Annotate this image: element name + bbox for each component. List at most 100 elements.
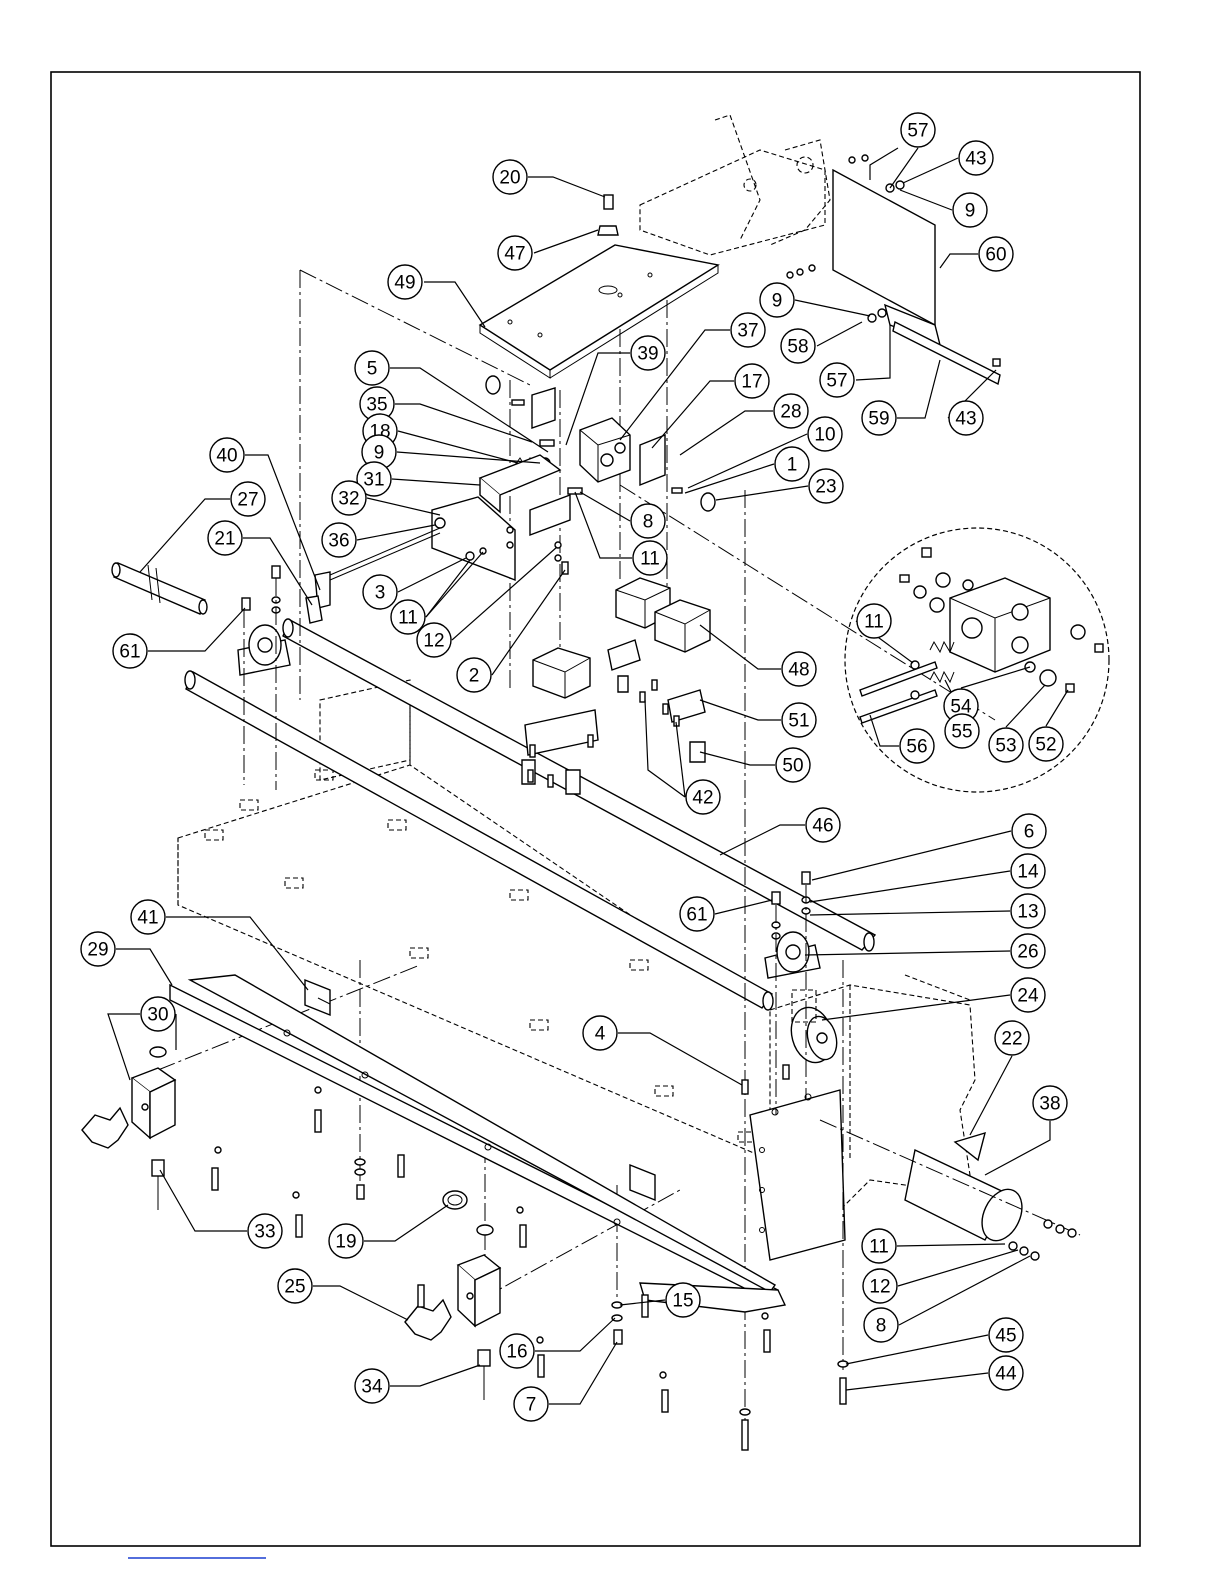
part-balloon-42: 42: [686, 780, 720, 814]
balloon-label: 14: [1017, 862, 1039, 883]
balloon-label: 36: [328, 531, 349, 552]
part-balloon-15: 15: [666, 1283, 700, 1317]
part-balloon-43: 43: [949, 401, 983, 435]
balloon-label: 45: [995, 1326, 1016, 1347]
part-balloon-57: 57: [901, 113, 935, 147]
balloon-label: 29: [87, 940, 108, 961]
balloon-label: 57: [826, 371, 847, 392]
balloon-label: 40: [216, 446, 237, 467]
part-balloon-44: 44: [989, 1356, 1023, 1390]
part-balloon-52: 52: [1029, 727, 1063, 761]
part-balloon-40: 40: [210, 438, 244, 472]
balloon-label: 7: [526, 1395, 537, 1416]
balloon-label: 41: [137, 908, 158, 929]
part-balloon-33: 33: [248, 1214, 282, 1248]
balloon-label: 61: [119, 642, 140, 663]
motor: [820, 1120, 1080, 1260]
balloon-label: 11: [864, 612, 884, 633]
part-balloon-61: 61: [113, 634, 147, 668]
balloon-label: 52: [1035, 735, 1056, 756]
part-balloon-41: 41: [131, 900, 165, 934]
balloon-label: 59: [868, 409, 889, 430]
balloon-label: 31: [363, 470, 384, 491]
balloon-label: 20: [499, 168, 520, 189]
balloon-label: 39: [637, 344, 658, 365]
part-balloon-34: 34: [355, 1369, 389, 1403]
part-balloon-9: 9: [760, 283, 794, 317]
balloon-label: 22: [1001, 1029, 1022, 1050]
balloon-label: 11: [640, 549, 660, 570]
balloon-label: 55: [951, 722, 972, 743]
balloon-label: 53: [995, 736, 1016, 757]
part-balloon-11: 11: [857, 604, 891, 638]
balloon-label: 23: [815, 477, 836, 498]
balloon-label: 15: [672, 1291, 693, 1312]
detail-view: [845, 528, 1109, 792]
part-balloon-53: 53: [989, 728, 1023, 762]
part-balloon-22: 22: [995, 1021, 1029, 1055]
balloon-label: 33: [254, 1222, 275, 1243]
part-balloon-30: 30: [141, 997, 175, 1031]
balloon-label: 8: [643, 512, 654, 533]
balloon-label: 30: [147, 1005, 168, 1026]
part-balloon-24: 24: [1011, 978, 1045, 1012]
part-balloon-58: 58: [781, 329, 815, 363]
balloon-label: 61: [686, 905, 707, 926]
balloon-label: 3: [375, 583, 386, 604]
part-balloon-49: 49: [388, 265, 422, 299]
part-balloon-11: 11: [391, 600, 425, 634]
balloon-label: 32: [338, 489, 359, 510]
part-balloon-59: 59: [862, 401, 896, 435]
part-balloon-29: 29: [81, 932, 115, 966]
part-balloon-57: 57: [820, 363, 854, 397]
part-balloon-11: 11: [862, 1229, 896, 1263]
balloon-label: 26: [1017, 942, 1038, 963]
top-plate: [480, 195, 718, 378]
balloon-label: 60: [985, 245, 1006, 266]
balloon-label: 50: [782, 756, 803, 777]
part-balloon-43: 43: [959, 141, 993, 175]
balloon-label: 9: [965, 201, 976, 222]
balloon-label: 16: [506, 1342, 527, 1363]
part-balloon-20: 20: [493, 160, 527, 194]
balloon-label: 49: [394, 273, 415, 294]
balloon-label: 10: [814, 425, 835, 446]
part-balloon-55: 55: [945, 714, 979, 748]
balloon-label: 58: [787, 337, 808, 358]
balloon-label: 42: [692, 788, 713, 809]
balloon-label: 43: [955, 409, 976, 430]
balloon-label: 43: [965, 149, 986, 170]
balloon-label: 13: [1017, 902, 1038, 923]
balloon-label: 9: [374, 443, 385, 464]
balloon-label: 17: [741, 372, 762, 393]
part-balloon-9: 9: [953, 193, 987, 227]
balloon-label: 12: [869, 1277, 890, 1298]
pulley: [785, 990, 841, 1067]
balloon-label: 35: [366, 395, 387, 416]
part-balloon-27: 27: [231, 482, 265, 516]
part-balloon-2: 2: [457, 658, 491, 692]
balloon-label: 56: [906, 737, 927, 758]
part-balloon-38: 38: [1033, 1086, 1067, 1120]
part-balloon-17: 17: [735, 364, 769, 398]
balloon-label: 19: [335, 1232, 356, 1253]
part-balloon-47: 47: [498, 236, 532, 270]
guide-rods: [112, 563, 875, 1010]
motor-bracket: [750, 1090, 845, 1260]
balloon-label: 28: [780, 402, 801, 423]
part-balloon-37: 37: [731, 313, 765, 347]
part-balloon-32: 32: [332, 481, 366, 515]
part-balloon-8: 8: [864, 1308, 898, 1342]
balloon-label: 2: [469, 666, 480, 687]
balloon-label: 27: [237, 490, 258, 511]
balloon-label: 11: [869, 1237, 889, 1258]
part-balloon-16: 16: [500, 1334, 534, 1368]
balloon-label: 21: [214, 529, 235, 550]
part-balloon-4: 4: [583, 1016, 617, 1050]
part-balloon-46: 46: [806, 808, 840, 842]
balloon-label: 8: [876, 1316, 887, 1337]
part-balloon-21: 21: [208, 521, 242, 555]
balloon-label: 11: [398, 608, 418, 629]
part-balloon-23: 23: [809, 469, 843, 503]
